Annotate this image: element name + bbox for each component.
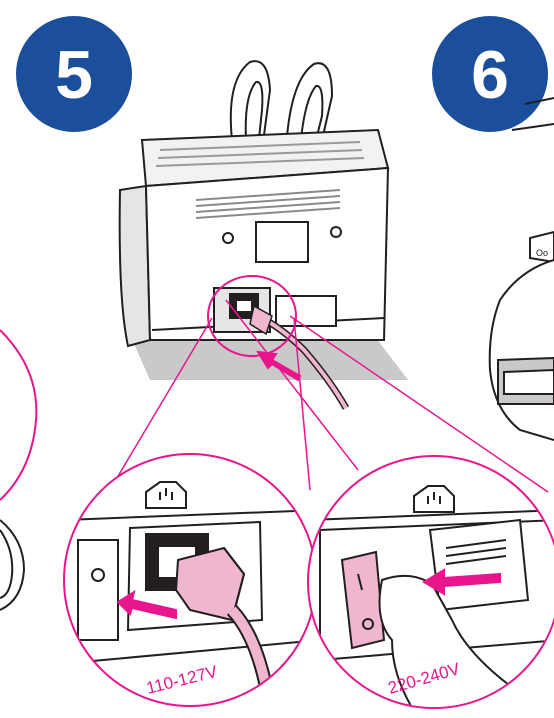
power-inlet-icon: [145, 481, 187, 509]
step-6-number: 6: [471, 37, 509, 113]
callout-220-240v: 220-240V: [307, 455, 554, 709]
power-cord: [249, 304, 350, 410]
step-6-printer-fragment: Oo: [488, 97, 554, 441]
step-5-badge: 5: [16, 16, 132, 132]
step-6-badge: 6: [432, 16, 548, 132]
step-5-number: 5: [55, 37, 93, 113]
zoom-highlight: [207, 275, 297, 357]
power-inlet-icon-2: [413, 485, 455, 513]
zoom-connectors: [91, 299, 549, 521]
callout-110-127v: 110-127V: [63, 453, 317, 707]
svg-text:Oo: Oo: [536, 248, 548, 258]
left-edge-fragment: [0, 329, 38, 611]
